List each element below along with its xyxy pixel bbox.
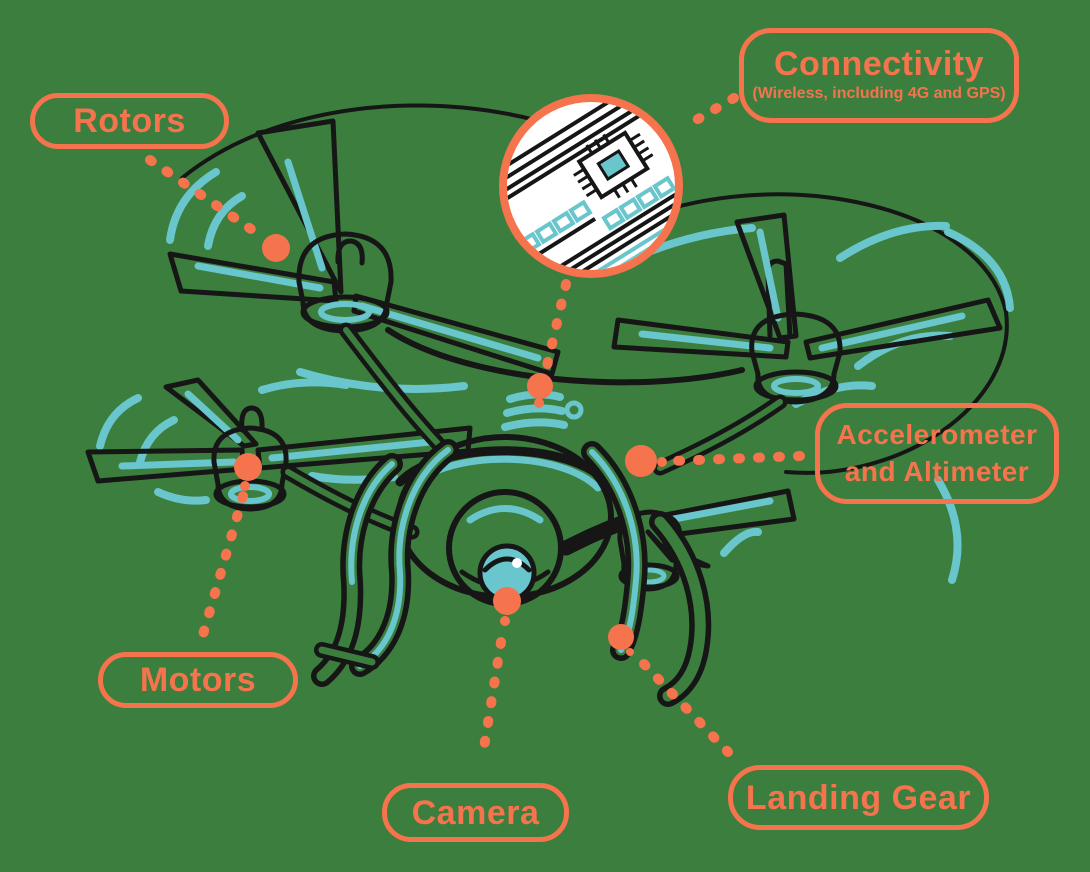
callout-motors-label: Motors	[139, 661, 257, 699]
leader-camera	[477, 637, 506, 765]
callout-accelerometer-line1: Accelerometer	[836, 418, 1038, 450]
callout-connectivity-title: Connectivity	[773, 45, 985, 84]
callout-connectivity: Connectivity (Wireless, including 4G and…	[739, 28, 1019, 123]
callout-accelerometer: Accelerometer and Altimeter	[815, 403, 1059, 504]
callout-camera-label: Camera	[411, 793, 540, 832]
leader-connectivity-body	[541, 279, 571, 375]
callout-motors: Motors	[98, 652, 298, 708]
chip-icon	[573, 130, 654, 200]
callout-rotors: Rotors	[30, 93, 229, 149]
leader-accelerometer	[667, 451, 805, 466]
callout-rotors-label: Rotors	[73, 102, 186, 140]
callout-camera: Camera	[382, 783, 569, 842]
leader-rotors	[145, 155, 269, 243]
callout-leader-lines	[145, 93, 805, 765]
callout-landing-gear: Landing Gear	[728, 765, 989, 830]
callout-anchor-dots	[234, 234, 667, 656]
callout-landing-gear-label: Landing Gear	[745, 778, 972, 817]
callout-accelerometer-line2: and Altimeter	[844, 455, 1030, 487]
rotor-front-left	[167, 118, 561, 377]
rotor-front-right	[611, 212, 1003, 405]
leader-motors	[197, 491, 248, 643]
leader-landing-gear	[639, 659, 733, 757]
leader-connectivity-label	[681, 93, 739, 131]
callout-connectivity-subtitle: (Wireless, including 4G and GPS)	[752, 85, 1006, 103]
circuit-magnifier	[499, 94, 683, 278]
motor-pod-front-left	[296, 231, 394, 334]
wifi-waves-icon	[501, 390, 584, 431]
